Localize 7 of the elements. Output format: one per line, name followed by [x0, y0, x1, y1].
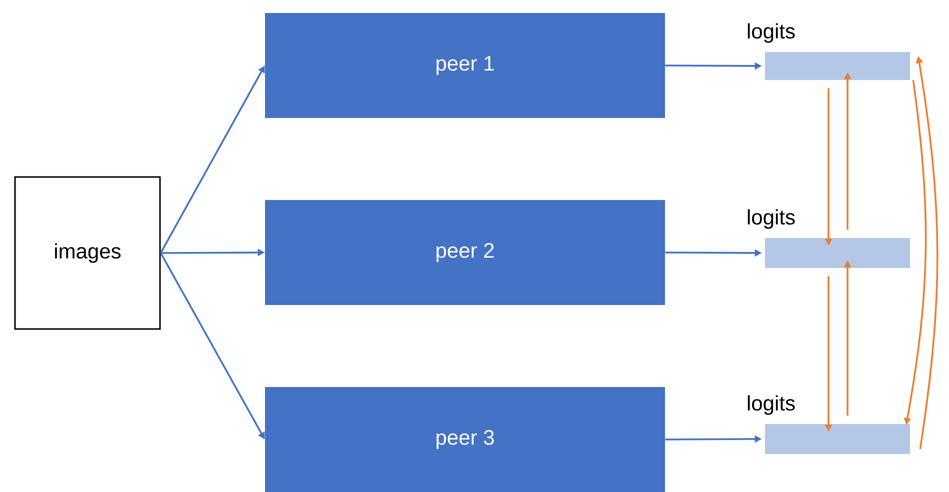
model-box: peer 1 — [265, 13, 665, 118]
logits-label: logits — [748, 209, 795, 229]
model-box: peer 3 — [265, 387, 665, 492]
images-box: images — [14, 176, 161, 330]
model-box: peer 2 — [265, 200, 665, 305]
logits-label: logits — [748, 23, 795, 43]
logits-label: logits — [748, 395, 795, 415]
